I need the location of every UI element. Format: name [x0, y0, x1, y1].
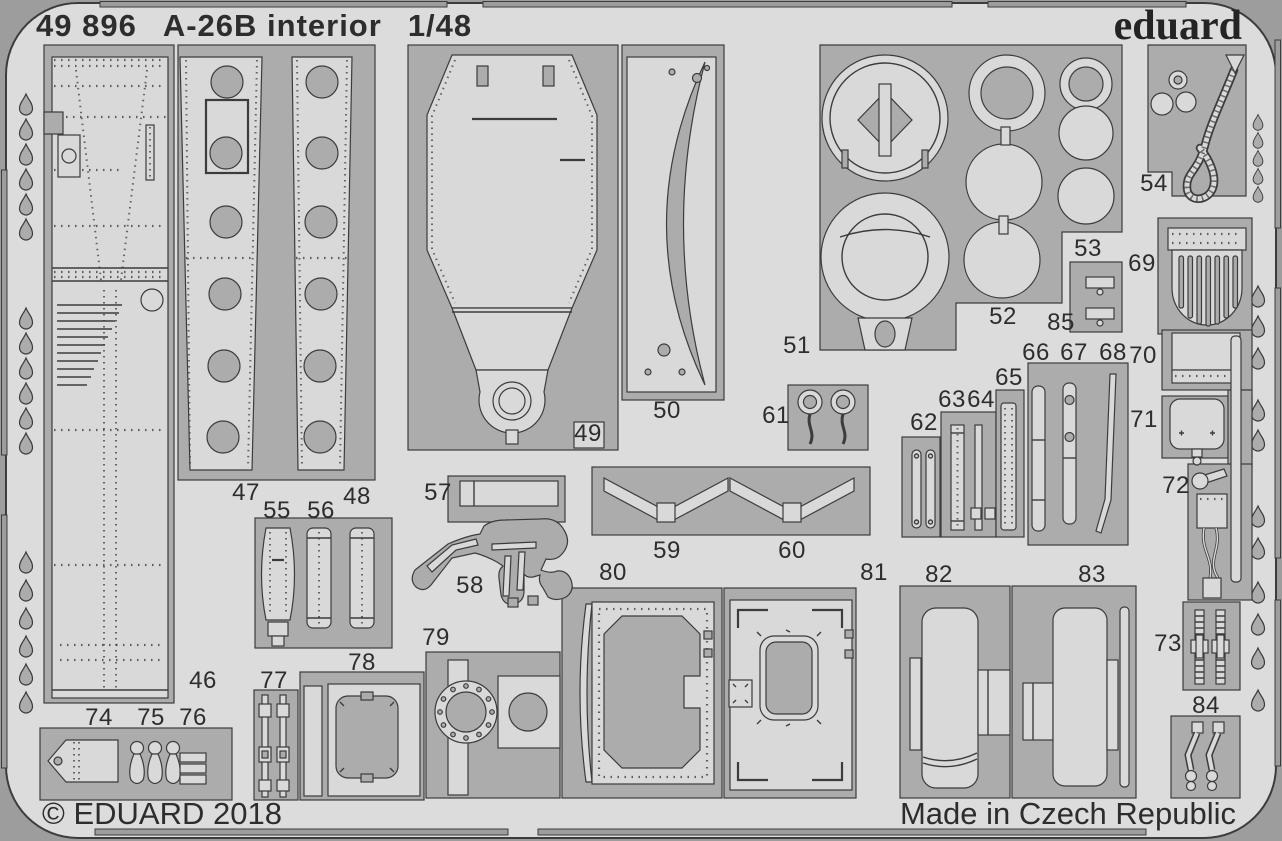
part-76 [179, 752, 207, 785]
part-number-81: 81 [860, 559, 888, 586]
part-72 [1191, 468, 1228, 599]
part-number-53: 53 [1074, 235, 1102, 262]
part-number-59: 59 [653, 537, 681, 564]
part-number-52: 52 [989, 303, 1017, 330]
part-70 [1171, 332, 1242, 583]
part-number-72: 72 [1162, 472, 1190, 499]
part-number-66: 66 [1022, 339, 1050, 366]
part-69 [1167, 227, 1247, 327]
part-number-84: 84 [1192, 692, 1220, 719]
eduard-logo: eduard [1113, 3, 1242, 49]
part-50 [626, 56, 717, 393]
part-80 [579, 601, 715, 785]
part-79 [434, 659, 561, 796]
part-58 [411, 518, 573, 608]
part-46 [43, 56, 169, 699]
part-number-76: 76 [179, 704, 207, 731]
part-number-74: 74 [85, 704, 113, 731]
part-number-71: 71 [1130, 406, 1158, 433]
catalog-number: 49 896 [36, 8, 137, 43]
part-number-58: 58 [456, 572, 484, 599]
sheet-scale: 1/48 [407, 8, 473, 43]
part-number-75: 75 [137, 704, 165, 731]
part-number-67: 67 [1060, 339, 1088, 366]
part-83 [1022, 606, 1130, 788]
part-53 [1057, 57, 1115, 225]
part-number-82: 82 [925, 561, 953, 588]
part-51 [820, 54, 950, 351]
part-number-62: 62 [910, 409, 938, 436]
part-75 [129, 740, 181, 785]
part-61 [797, 389, 856, 445]
part-48 [291, 56, 353, 471]
part-number-65: 65 [995, 364, 1023, 391]
part-number-50: 50 [653, 397, 681, 424]
part-number-73: 73 [1154, 630, 1182, 657]
part-60 [729, 476, 855, 523]
part-67 [1062, 382, 1077, 525]
copyright-text: © EDUARD 2018 [42, 796, 282, 831]
part-number-46: 46 [189, 667, 217, 694]
part-85 [1085, 276, 1115, 327]
part-84 [1184, 721, 1225, 792]
part-65 [1000, 402, 1017, 531]
part-81 [728, 599, 854, 791]
part-number-68: 68 [1099, 339, 1127, 366]
part-74 [47, 739, 119, 783]
part-number-69: 69 [1128, 250, 1156, 277]
part-57 [459, 480, 559, 507]
part-number-63: 63 [938, 386, 966, 413]
part-strip-right-rail [1230, 335, 1242, 583]
part-number-70: 70 [1129, 342, 1157, 369]
part-52 [963, 54, 1046, 299]
part-number-48: 48 [343, 483, 371, 510]
part-number-51: 51 [783, 332, 811, 359]
part-number-77: 77 [260, 667, 288, 694]
part-47 [179, 56, 263, 471]
part-55 [260, 527, 296, 647]
part-54 [1150, 54, 1245, 203]
part-number-83: 83 [1078, 561, 1106, 588]
part-56 [306, 527, 375, 629]
part-62 [911, 449, 936, 529]
made-in-text: Made in Czech Republic [899, 796, 1236, 831]
part-number-60: 60 [778, 537, 806, 564]
sheet-title: A-26B interior [162, 8, 382, 43]
part-number-55: 55 [263, 497, 291, 524]
part-number-57: 57 [424, 479, 452, 506]
part-49 [426, 54, 605, 449]
part-77 [258, 694, 290, 798]
part-number-56: 56 [307, 497, 335, 524]
part-59 [603, 476, 729, 523]
part-number-47: 47 [232, 479, 260, 506]
part-number-80: 80 [599, 559, 627, 586]
part-64 [970, 424, 996, 531]
part-number-64: 64 [967, 386, 995, 413]
part-78 [303, 683, 421, 797]
part-73 [1190, 609, 1230, 685]
part-number-61: 61 [762, 402, 790, 429]
part-63 [950, 424, 965, 531]
part-number-85: 85 [1047, 309, 1075, 336]
part-number-49: 49 [574, 420, 602, 447]
label-49-box [573, 421, 605, 449]
part-82 [909, 607, 1011, 789]
part-number-54: 54 [1140, 170, 1168, 197]
part-number-78: 78 [348, 649, 376, 676]
part-71 [1169, 398, 1225, 466]
part-68 [1095, 373, 1117, 534]
part-66 [1031, 385, 1046, 532]
part-number-79: 79 [422, 624, 450, 651]
sheet-header: 49 896 A-26B interior 1/48 [36, 8, 472, 44]
louver-detail [57, 304, 122, 386]
